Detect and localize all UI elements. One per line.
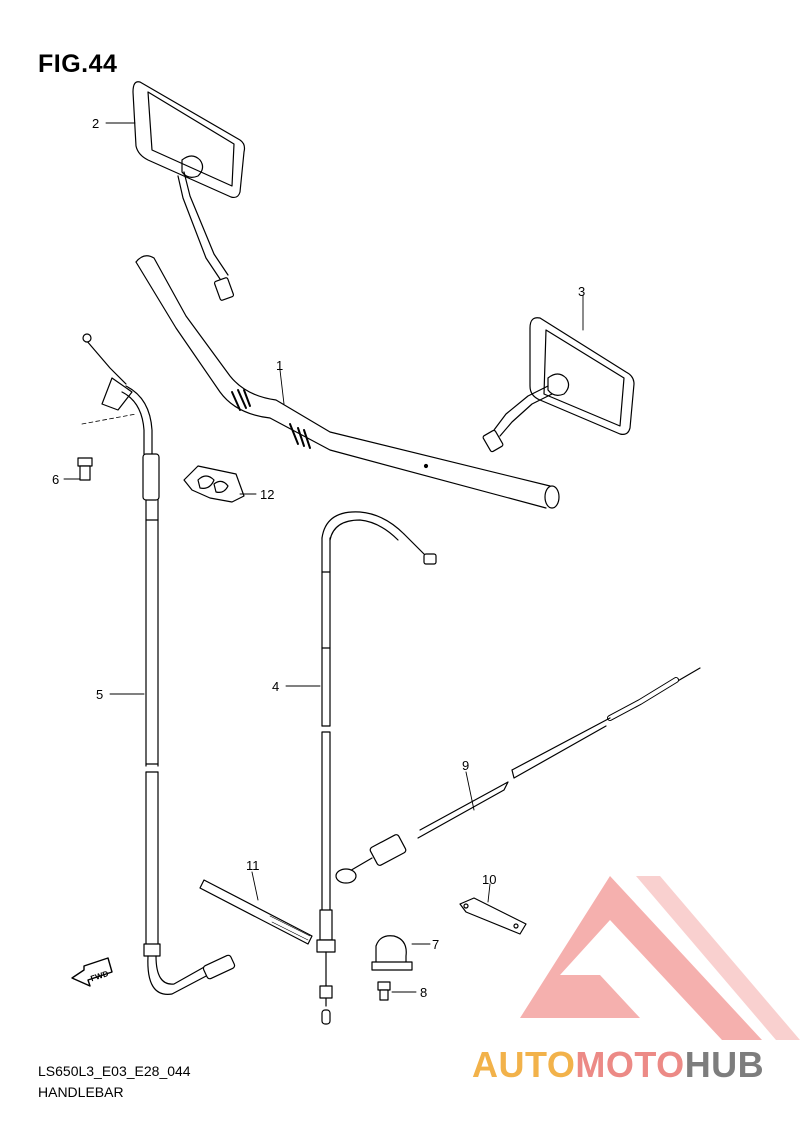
cable-guide [459,897,527,935]
watermark-logo [520,876,800,1040]
callout-4: 4 [272,679,279,694]
callout-12: 12 [260,487,274,502]
watermark-part-2: MOTO [575,1044,685,1085]
clip [183,465,245,503]
cable-clamp [199,879,313,945]
fwd-arrow-icon [71,957,113,987]
throttle-cable-4 [316,511,437,1025]
callout-10: 10 [482,872,496,887]
callout-8: 8 [420,985,427,1000]
bolt [77,457,93,481]
callout-numbers: 2 1 3 4 5 6 7 8 9 10 11 12 [52,116,585,1000]
callout-2: 2 [92,116,99,131]
watermark-text: AUTOMOTOHUB [472,1044,764,1086]
watermark-part-1: AUTO [472,1044,576,1085]
figure-title: FIG.44 [38,50,118,78]
bolt-small [377,981,391,1001]
callout-1: 1 [276,358,283,373]
diagram-code: LS650L3_E03_E28_044 [38,1063,191,1079]
watermark-part-3: HUB [684,1044,765,1085]
clutch-cable [335,667,701,884]
handlebar [135,255,560,509]
mirror-right [482,317,635,453]
callout-9: 9 [462,758,469,773]
mirror-left [132,81,246,301]
throttle-cable-5 [81,333,236,995]
callout-5: 5 [96,687,103,702]
callout-6: 6 [52,472,59,487]
callout-7: 7 [432,937,439,952]
cable-holder [371,935,413,971]
diagram-name: HANDLEBAR [38,1084,124,1100]
callout-leaders [63,122,584,993]
callout-11: 11 [246,858,260,873]
callout-3: 3 [578,284,585,299]
